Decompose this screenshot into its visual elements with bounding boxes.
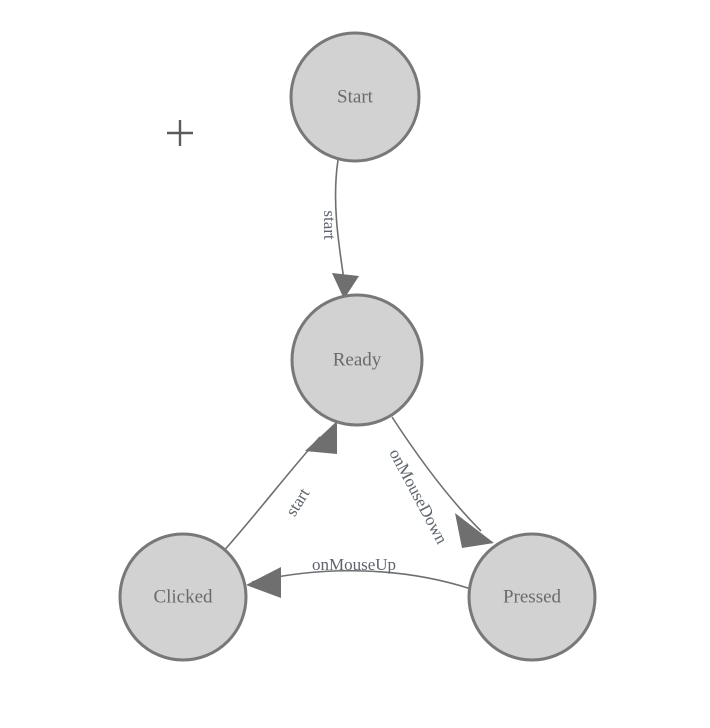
arrowhead-into-ready-top bbox=[332, 273, 359, 299]
edge-ready-to-pressed[interactable] bbox=[391, 416, 494, 548]
node-pressed[interactable]: Pressed bbox=[467, 532, 597, 662]
node-pressed-circle[interactable] bbox=[467, 532, 597, 662]
node-start[interactable]: Start bbox=[289, 31, 421, 163]
edge-pressed-to-clicked[interactable] bbox=[246, 567, 472, 598]
node-start-label: Start bbox=[337, 86, 374, 107]
edge-path-start-to-ready[interactable] bbox=[334, 159, 345, 281]
node-start-circle[interactable] bbox=[289, 31, 421, 163]
node-clicked-label: Clicked bbox=[153, 586, 213, 607]
node-ready[interactable]: Ready bbox=[290, 293, 424, 427]
arrowhead-into-clicked bbox=[246, 567, 281, 598]
edge-label-clicked-to-ready: start bbox=[282, 484, 314, 519]
edge-label-start-to-ready: start bbox=[320, 210, 339, 240]
node-clicked[interactable]: Clicked bbox=[118, 532, 248, 662]
edge-label-pressed-to-clicked: onMouseUp bbox=[312, 555, 396, 574]
node-ready-label: Ready bbox=[333, 349, 382, 370]
node-pressed-label: Pressed bbox=[503, 586, 562, 607]
node-ready-circle[interactable] bbox=[290, 293, 424, 427]
arrowhead-into-pressed bbox=[455, 513, 494, 548]
edge-start-to-ready[interactable] bbox=[332, 159, 359, 299]
edge-clicked-to-ready[interactable] bbox=[221, 421, 337, 554]
arrowhead-into-ready-bottom bbox=[305, 421, 337, 454]
crosshair-icon bbox=[167, 120, 193, 146]
edge-path-ready-to-pressed[interactable] bbox=[391, 416, 482, 532]
node-clicked-circle[interactable] bbox=[118, 532, 248, 662]
edge-label-ready-to-pressed: onMouseDown bbox=[385, 446, 451, 548]
